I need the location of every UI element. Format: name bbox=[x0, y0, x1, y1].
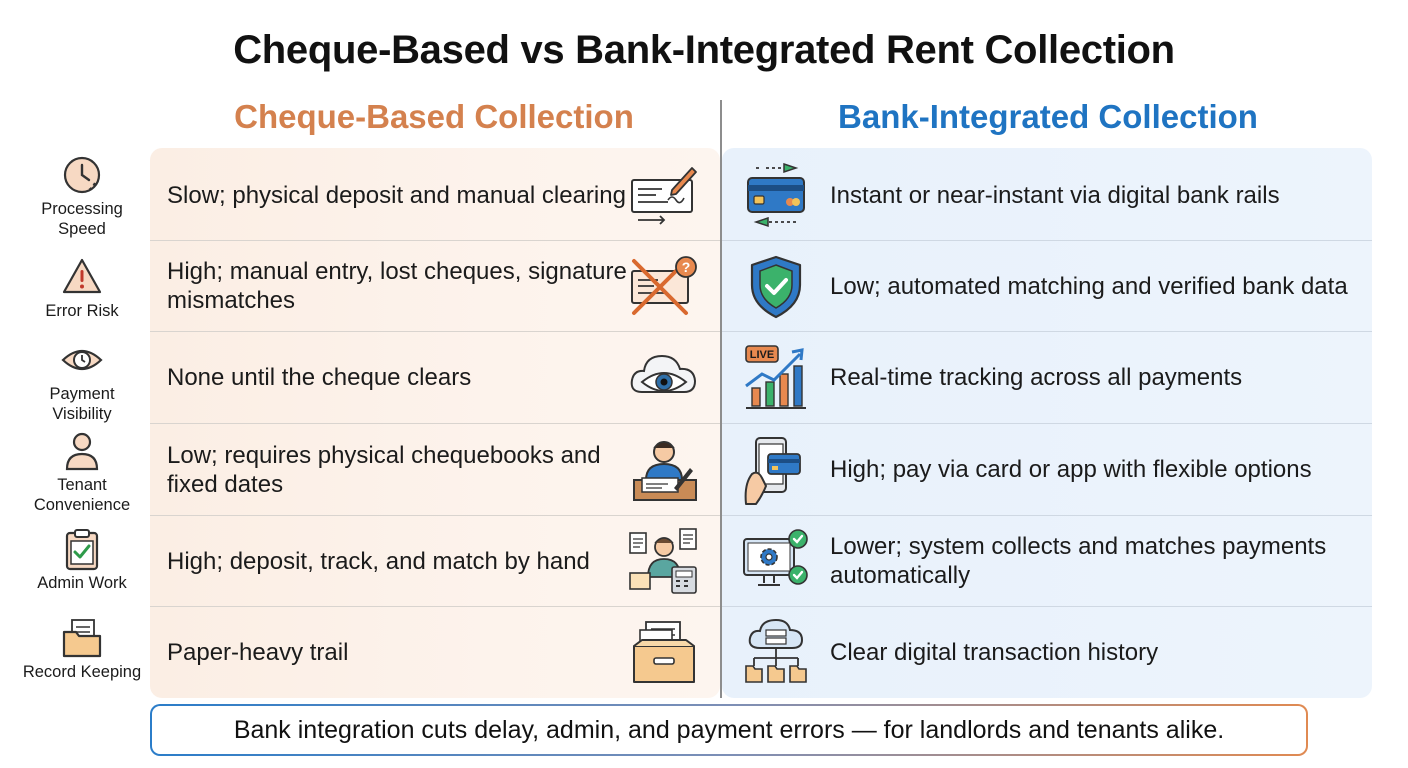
row-separator bbox=[150, 606, 720, 607]
eye-icon bbox=[61, 349, 103, 371]
row-separator bbox=[722, 423, 1372, 424]
bank-cell-text: High; pay via card or app with flexible … bbox=[830, 456, 1312, 483]
cheque-cell-text: High; manual entry, lost cheques, signat… bbox=[167, 258, 627, 314]
row-separator bbox=[150, 240, 720, 241]
warning-icon bbox=[62, 258, 102, 294]
criterion-error-risk: Error Risk bbox=[18, 255, 146, 321]
crossed-cheque-icon: ? bbox=[631, 256, 697, 315]
row-separator bbox=[150, 515, 720, 516]
criterion-tenant-convenience: Tenant Convenience bbox=[18, 429, 146, 515]
criterion-processing-speed: Processing Speed bbox=[18, 153, 146, 239]
cloud-eye-icon bbox=[630, 354, 697, 393]
row-separator bbox=[722, 331, 1372, 332]
bank-cell-text: Real-time tracking across all payments bbox=[830, 364, 1243, 391]
criterion-label: Processing Speed bbox=[41, 200, 123, 238]
bank-cell-text: Instant or near-instant via digital bank… bbox=[830, 181, 1280, 209]
live-badge: LIVE bbox=[750, 349, 774, 361]
cheque-cell-text: Paper-heavy trail bbox=[167, 639, 349, 666]
criterion-label: Record Keeping bbox=[22, 663, 142, 681]
row-separator bbox=[150, 423, 720, 424]
svg-text:?: ? bbox=[682, 259, 691, 275]
cheque-column-heading: Cheque-Based Collection bbox=[234, 98, 634, 135]
summary-banner: Bank integration cuts delay, admin, and … bbox=[150, 704, 1308, 756]
cheque-cell-text: Slow; physical deposit and manual cleari… bbox=[167, 181, 626, 209]
page-title: Cheque-Based vs Bank-Integrated Rent Col… bbox=[233, 28, 1175, 72]
criterion-payment-visibility: Payment Visibility bbox=[18, 338, 146, 424]
person-writing-icon bbox=[633, 441, 697, 501]
cloud-network-icon bbox=[745, 618, 807, 683]
bank-cell-text: Lower; system collects and matches payme… bbox=[830, 533, 1327, 589]
column-divider bbox=[720, 100, 722, 698]
bank-column-heading: Bank-Integrated Collection bbox=[838, 98, 1258, 135]
criterion-label: Tenant Convenience bbox=[33, 476, 131, 514]
clock-icon bbox=[63, 156, 101, 194]
criterion-record-keeping: Record Keeping bbox=[18, 616, 146, 682]
shield-check-icon bbox=[750, 255, 802, 319]
person-icon bbox=[65, 432, 99, 471]
folder-icon bbox=[62, 619, 102, 658]
row-separator bbox=[722, 240, 1372, 241]
phone-card-icon bbox=[744, 437, 801, 505]
row-separator bbox=[150, 331, 720, 332]
monitor-gear-icon bbox=[743, 529, 808, 586]
criterion-label: Payment Visibility bbox=[49, 385, 115, 423]
cheque-cell-text: None until the cheque clears bbox=[167, 364, 472, 391]
bank-cell-text: Clear digital transaction history bbox=[830, 639, 1159, 666]
file-drawer-icon bbox=[633, 621, 695, 683]
clipboard-check-icon bbox=[65, 529, 99, 571]
criterion-label: Error Risk bbox=[45, 302, 119, 320]
criterion-label: Admin Work bbox=[37, 574, 127, 592]
cheque-cell-text: High; deposit, track, and match by hand bbox=[167, 547, 590, 575]
cheque-cell-text: Low; requires physical chequebooks and f… bbox=[167, 441, 601, 498]
cheque-signing-icon bbox=[631, 167, 697, 225]
card-transfer-icon bbox=[747, 162, 805, 228]
bank-cell-text: Low; automated matching and verified ban… bbox=[830, 272, 1348, 300]
criterion-admin-work: Admin Work bbox=[18, 527, 146, 593]
live-chart-icon: LIVE bbox=[745, 345, 806, 409]
summary-text: Bank integration cuts delay, admin, and … bbox=[152, 706, 1306, 754]
person-paperwork-icon bbox=[629, 528, 697, 594]
row-separator bbox=[722, 606, 1372, 607]
row-separator bbox=[722, 515, 1372, 516]
